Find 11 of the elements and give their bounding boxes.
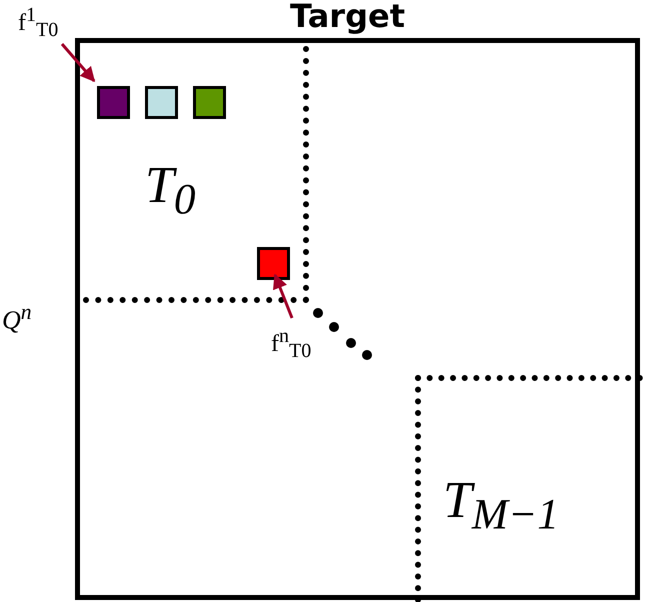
arrow: [60, 43, 96, 82]
feature-square: [257, 247, 290, 280]
feature-square: [97, 86, 130, 119]
formula-label: Q$^{n}$: [2, 300, 32, 336]
title-heading: Target: [290, 0, 405, 35]
dotted-region: [415, 375, 643, 602]
region-label: T$_{0}$: [145, 156, 196, 224]
feature-square: [193, 86, 226, 119]
feature-square: [145, 86, 178, 119]
dotted-region: [83, 46, 309, 303]
region-label: T$_{M−1}$: [443, 471, 559, 540]
